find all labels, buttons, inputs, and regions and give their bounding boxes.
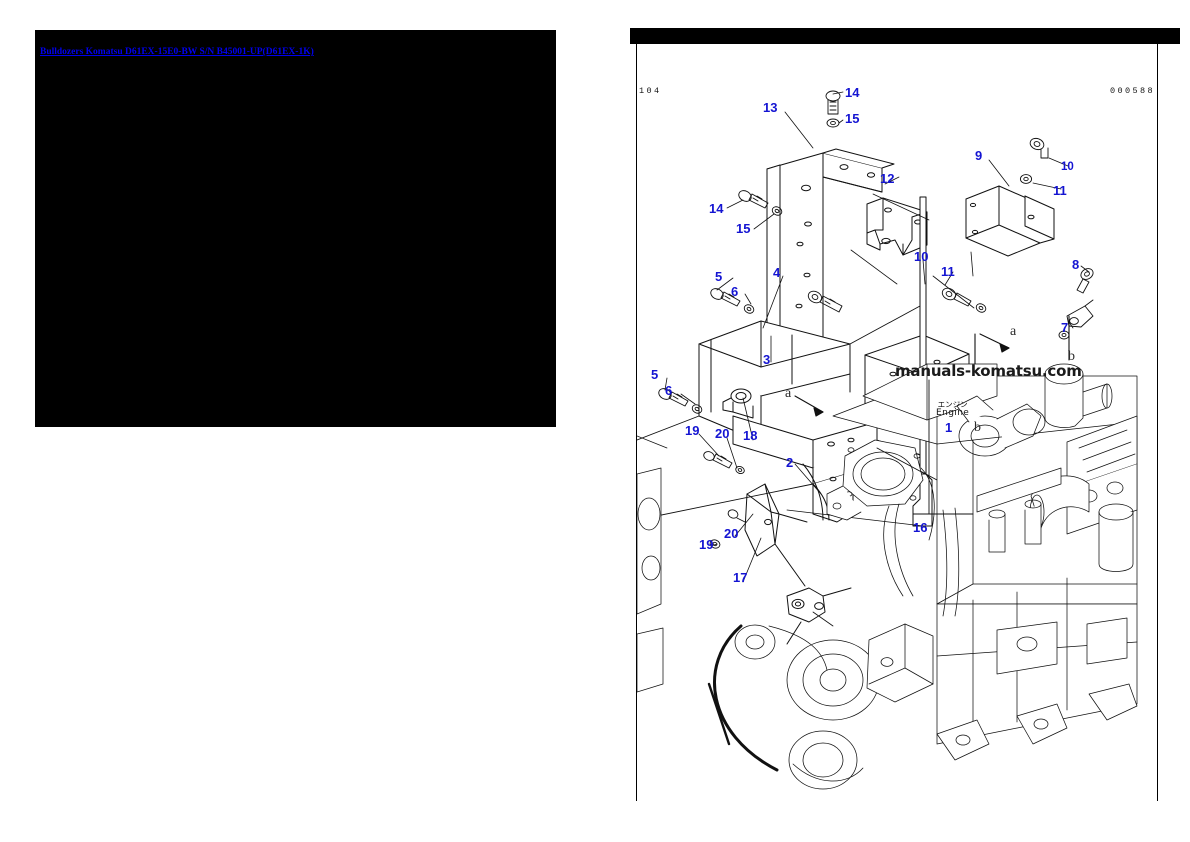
callout-number: 8: [1072, 257, 1080, 272]
callout-number: 15: [845, 111, 860, 126]
engine-label-jp: エンジン: [937, 400, 968, 409]
callout-number: 1: [945, 420, 953, 435]
diagram-top-black-bar: [630, 28, 1180, 44]
callout-number: 2: [786, 455, 794, 470]
callout-number: 7: [1061, 320, 1069, 335]
diagram-page-frame: 104 000588: [636, 44, 1158, 801]
image-viewer-black-area[interactable]: [35, 30, 556, 427]
engine-mount-outline: [877, 380, 973, 514]
section-marker: a: [1010, 324, 1017, 339]
callout-number: 10: [1061, 161, 1074, 173]
fastener-group: [657, 91, 1095, 550]
callout-number: 18: [743, 428, 758, 443]
leader-lines: [665, 92, 1089, 626]
drawing-number-right: 000588: [1109, 86, 1155, 96]
callout-number: 19: [685, 423, 700, 438]
engine-label: エンジン Engine: [936, 400, 969, 418]
callout-number: 13: [763, 100, 778, 115]
breadcrumb[interactable]: Bulldozers Komatsu D61EX-15E0-BW S/N B45…: [40, 47, 314, 57]
callout-number: 5: [715, 269, 723, 284]
callout-number: 4: [773, 265, 781, 280]
part-18-clamp: [723, 389, 753, 418]
callout-number: 17: [733, 570, 748, 585]
callout-number: 3: [763, 352, 771, 367]
callout-number: 16: [913, 520, 928, 535]
callout-number: 20: [715, 426, 730, 441]
section-marker: a: [785, 386, 792, 401]
callout-number: 12: [880, 171, 895, 186]
right-panel-parts-diagram: 104 000588: [600, 0, 1190, 842]
callout-number: 11: [1053, 183, 1067, 198]
engine-label-en: Engine: [936, 408, 970, 418]
parts-exploded-line-art: [637, 44, 1158, 801]
callout-number: 14: [709, 201, 724, 216]
callout-number: 19: [699, 537, 714, 552]
callout-number: 6: [731, 284, 739, 299]
callout-number: 20: [724, 526, 739, 541]
left-panel: Bulldozers Komatsu D61EX-15E0-BW S/N B45…: [35, 30, 556, 427]
section-marker: b: [974, 420, 981, 435]
part-13-bracket: [767, 149, 894, 362]
callout-number: 6: [665, 383, 673, 398]
part-12-bracket: [867, 198, 927, 255]
callout-number: 11: [941, 264, 955, 279]
section-marker: b: [1068, 349, 1075, 364]
part-16-17-bracket: [745, 484, 807, 586]
callout-number: 14: [845, 85, 860, 100]
part-9-cover: [966, 186, 1054, 256]
callout-number: 9: [975, 148, 983, 163]
watermark: manuals-komatsu.com: [895, 362, 1082, 380]
page-number-left: 104: [639, 86, 662, 96]
engine-illustration: [637, 364, 1137, 789]
callout-number: 10: [914, 249, 929, 264]
part-4-main-bracket: [699, 321, 850, 442]
callout-number: 5: [651, 367, 659, 382]
callout-number: 15: [736, 221, 751, 236]
